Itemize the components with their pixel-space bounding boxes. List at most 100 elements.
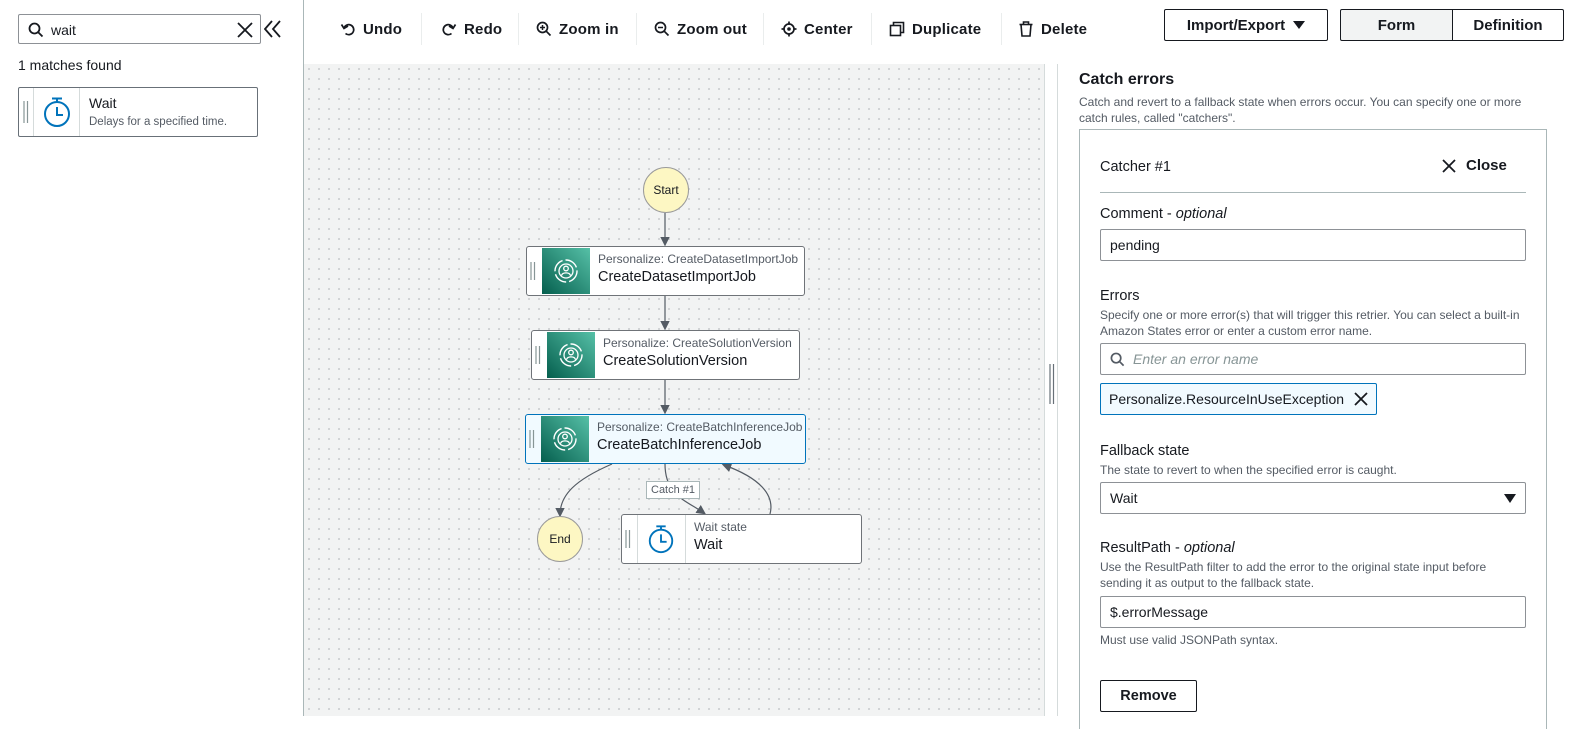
comment-input-value: pending bbox=[1110, 237, 1160, 253]
states-browser-panel: wait 1 matches found Wait Delays for a s… bbox=[0, 0, 303, 716]
toolbar-separator bbox=[518, 13, 519, 45]
tab-definition[interactable]: Definition bbox=[1452, 9, 1564, 41]
resultpath-description: Use the ResultPath filter to add the err… bbox=[1100, 560, 1487, 590]
zoom-out-button[interactable]: Zoom out bbox=[654, 17, 747, 41]
undo-label: Undo bbox=[363, 20, 403, 38]
resultpath-hint: Must use valid JSONPath syntax. bbox=[1100, 633, 1279, 647]
panel-resize-handle[interactable] bbox=[1044, 64, 1058, 716]
resultpath-label: ResultPath - optional bbox=[1100, 540, 1235, 556]
tab-definition-label: Definition bbox=[1473, 16, 1543, 34]
zoom-in-icon bbox=[536, 21, 552, 37]
personalize-icon bbox=[547, 332, 595, 378]
duplicate-button[interactable]: Duplicate bbox=[889, 17, 981, 41]
search-icon bbox=[28, 22, 44, 38]
inspector-panel: Catch errors Catch and revert to a fallb… bbox=[1059, 60, 1570, 729]
tab-form[interactable]: Form bbox=[1340, 9, 1453, 41]
close-catcher-button[interactable]: Close bbox=[1442, 157, 1507, 174]
state-node-create-solution-version[interactable]: Personalize: CreateSolutionVersion Creat… bbox=[531, 330, 800, 380]
delete-button[interactable]: Delete bbox=[1018, 17, 1087, 41]
drag-handle-icon[interactable] bbox=[535, 346, 541, 364]
timer-icon bbox=[44, 97, 70, 127]
undo-icon bbox=[340, 23, 355, 36]
section-description: Catch and revert to a fallback state whe… bbox=[1079, 95, 1522, 125]
matches-count: 1 matches found bbox=[18, 57, 122, 73]
comment-input[interactable]: pending bbox=[1100, 229, 1526, 261]
state-node-create-dataset-import-job[interactable]: Personalize: CreateDatasetImportJob Crea… bbox=[526, 246, 805, 296]
remove-catcher-button[interactable]: Remove bbox=[1100, 680, 1197, 712]
center-label: Center bbox=[804, 20, 853, 38]
start-node[interactable]: Start bbox=[643, 167, 689, 213]
center-button[interactable]: Center bbox=[781, 17, 853, 41]
toolbar-separator bbox=[636, 13, 637, 45]
close-icon bbox=[1354, 392, 1368, 406]
edge-wait-to-batch bbox=[721, 462, 772, 515]
zoom-out-icon bbox=[654, 21, 670, 37]
personalize-icon bbox=[541, 416, 589, 462]
fallback-selected-value: Wait bbox=[1110, 490, 1138, 506]
drag-handle-icon[interactable] bbox=[23, 101, 29, 123]
remove-label: Remove bbox=[1120, 688, 1177, 704]
comment-label: Comment - optional bbox=[1100, 206, 1227, 222]
duplicate-label: Duplicate bbox=[912, 20, 982, 38]
fallback-label: Fallback state bbox=[1100, 443, 1190, 459]
redo-icon bbox=[442, 23, 457, 36]
import-export-label: Import/Export bbox=[1186, 16, 1286, 34]
redo-button[interactable]: Redo bbox=[441, 17, 502, 41]
result-item-wait[interactable]: Wait Delays for a specified time. bbox=[18, 87, 258, 137]
close-icon bbox=[1442, 158, 1456, 173]
errors-description: Specify one or more error(s) that will t… bbox=[1100, 308, 1520, 338]
optional-text: optional bbox=[1175, 206, 1227, 222]
drag-handle-icon[interactable] bbox=[530, 262, 536, 280]
error-token-label: Personalize.ResourceInUseException bbox=[1109, 391, 1345, 407]
errors-input-placeholder: Enter an error name bbox=[1133, 351, 1259, 367]
state-type-label: Personalize: CreateBatchInferenceJob bbox=[597, 420, 803, 434]
trash-icon bbox=[1019, 21, 1033, 37]
state-name-label: CreateDatasetImportJob bbox=[598, 269, 756, 285]
workflow-edges bbox=[555, 213, 772, 518]
state-node-wait[interactable]: Wait state Wait bbox=[621, 514, 862, 564]
tab-form-label: Form bbox=[1377, 16, 1416, 34]
result-description: Delays for a specified time. bbox=[89, 116, 228, 128]
import-export-dropdown[interactable]: Import/Export bbox=[1164, 9, 1328, 41]
node-divider bbox=[685, 515, 686, 563]
catcher-card: Catcher #1 Close Comment - optional pend… bbox=[1079, 129, 1547, 729]
catcher-divider bbox=[1100, 192, 1526, 193]
search-icon bbox=[1110, 352, 1125, 367]
caret-down-icon bbox=[1293, 21, 1306, 29]
search-input[interactable]: wait bbox=[18, 14, 261, 44]
clear-search-icon[interactable] bbox=[236, 21, 254, 39]
resultpath-input-value: $.errorMessage bbox=[1110, 604, 1209, 620]
duplicate-icon bbox=[889, 21, 905, 37]
end-node[interactable]: End bbox=[537, 516, 583, 562]
toolbar-separator bbox=[871, 13, 872, 45]
fallback-state-select[interactable]: Wait bbox=[1100, 482, 1526, 514]
remove-token-button[interactable] bbox=[1354, 392, 1368, 406]
toolbar-separator bbox=[1001, 13, 1002, 45]
drag-handle-icon[interactable] bbox=[625, 530, 631, 548]
catch-edge-label[interactable]: Catch #1 bbox=[646, 481, 701, 499]
start-label: Start bbox=[653, 183, 679, 197]
state-name-label: CreateBatchInferenceJob bbox=[597, 437, 762, 453]
undo-button[interactable]: Undo bbox=[340, 17, 402, 41]
state-node-create-batch-inference-job[interactable]: Personalize: CreateBatchInferenceJob Cre… bbox=[525, 414, 806, 464]
result-title: Wait bbox=[89, 95, 117, 111]
optional-text: optional bbox=[1183, 540, 1235, 556]
resultpath-input[interactable]: $.errorMessage bbox=[1100, 596, 1526, 628]
drag-handle-icon[interactable] bbox=[529, 430, 535, 448]
timer-icon bbox=[648, 525, 674, 554]
resize-grip-icon bbox=[1049, 364, 1055, 404]
node-divider bbox=[637, 515, 638, 563]
errors-input[interactable]: Enter an error name bbox=[1100, 343, 1526, 375]
toolbar-separator bbox=[763, 13, 764, 45]
toolbar: Undo Redo Zoom in Zoom out bbox=[304, 0, 1570, 60]
state-type-label: Personalize: CreateDatasetImportJob bbox=[598, 252, 799, 266]
resultpath-label-text: ResultPath bbox=[1100, 540, 1171, 556]
error-token: Personalize.ResourceInUseException bbox=[1100, 383, 1378, 415]
collapse-panel-icon[interactable] bbox=[264, 20, 282, 38]
fallback-description: The state to revert to when the specifie… bbox=[1100, 463, 1397, 477]
end-label: End bbox=[549, 532, 571, 546]
zoom-in-button[interactable]: Zoom in bbox=[536, 17, 619, 41]
state-type-label: Wait state bbox=[694, 520, 747, 534]
state-type-label: Personalize: CreateSolutionVersion bbox=[603, 336, 792, 350]
redo-label: Redo bbox=[464, 20, 503, 38]
